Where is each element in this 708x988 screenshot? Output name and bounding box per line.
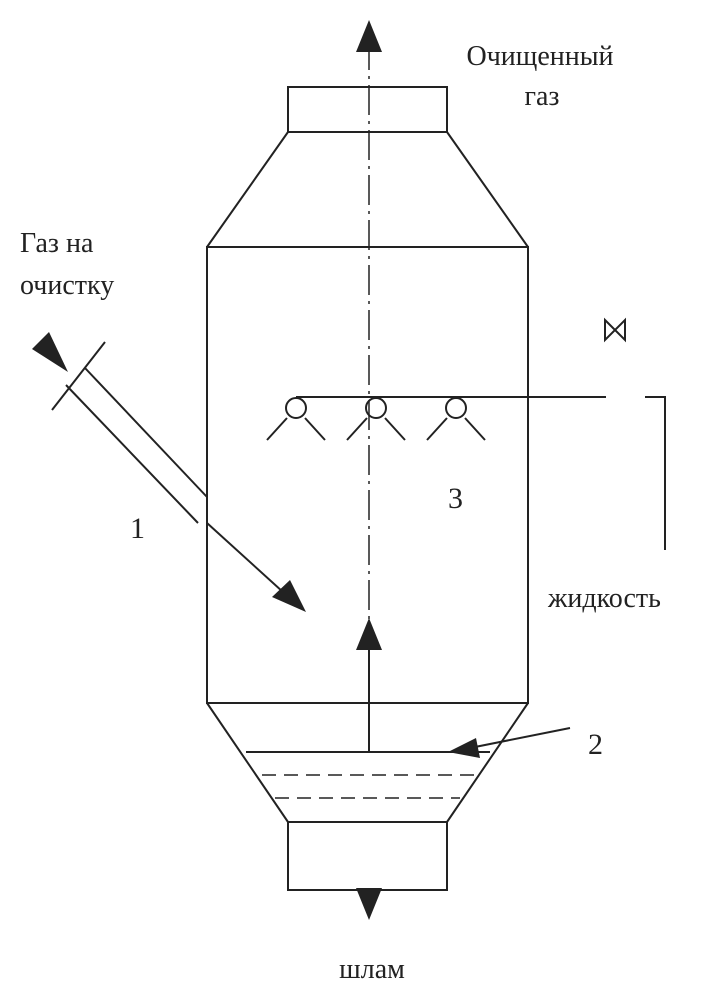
upper-cone (206, 131, 529, 248)
inlet-gas-label-line2: очистку (20, 270, 114, 301)
inlet-gas-arrow (32, 332, 68, 372)
lower-cone (206, 702, 529, 823)
number-3-label: 3 (448, 482, 463, 515)
spray-nozzle (266, 397, 326, 441)
gas-entry-arrow (272, 580, 306, 612)
bottom-outlet-nozzle (287, 821, 448, 891)
clean-gas-label-line1: Очищенный (466, 41, 613, 72)
inlet-pipe (51, 341, 208, 524)
level-pointer-line (469, 727, 571, 749)
sludge-outlet-arrow (356, 888, 382, 920)
upflow-arrow (356, 618, 382, 650)
number-2-label: 2 (588, 728, 603, 761)
top-outlet-nozzle (287, 86, 448, 133)
liquid-label: жидкость (547, 583, 661, 614)
spray-nozzle (346, 397, 406, 441)
valve-icon (604, 317, 626, 343)
spray-nozzle (426, 397, 486, 441)
inlet-gas-label-line1: Газ на (20, 228, 94, 259)
clean-gas-label-line2: газ (525, 81, 560, 112)
level-pointer-arrow (448, 738, 480, 758)
number-1-label: 1 (130, 512, 145, 545)
vessel-body (206, 246, 529, 704)
clean-gas-arrow (356, 20, 382, 52)
gas-flow-line (206, 522, 295, 603)
sludge-label: шлам (339, 954, 405, 985)
liquid-supply-pipe (645, 396, 666, 550)
